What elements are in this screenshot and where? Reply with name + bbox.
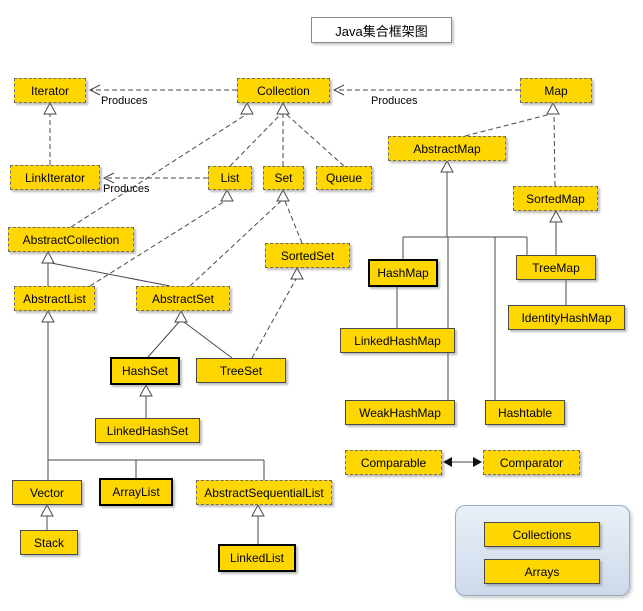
- node-stack: Stack: [20, 530, 78, 555]
- node-tree-map: TreeMap: [516, 255, 596, 280]
- produces-label-collection-iterator: Produces: [101, 95, 148, 107]
- node-abstract-map: AbstractMap: [388, 136, 506, 161]
- node-abstract-sequential-list: AbstractSequentialList: [196, 480, 332, 505]
- node-hash-map: HashMap: [368, 259, 438, 287]
- arrow-comparable-comparator: [443, 457, 482, 467]
- connector-sortedset-abstractset-to-set: [189, 188, 303, 287]
- connector-treemap-implements-sortedmap: [549, 209, 563, 255]
- node-list: List: [208, 166, 252, 190]
- node-queue: Queue: [316, 166, 372, 190]
- node-arrays-utility: Arrays: [484, 559, 600, 584]
- connector-abstractset-children: [147, 309, 233, 359]
- connector-treeset-implements-sortedset: [251, 266, 304, 359]
- node-hash-set: HashSet: [110, 357, 180, 385]
- node-sorted-set: SortedSet: [265, 243, 350, 268]
- node-array-list: ArrayList: [99, 478, 173, 506]
- connector-list-set-queue-extend-collection: [229, 101, 345, 167]
- node-linked-list: LinkedList: [218, 544, 296, 572]
- node-comparator: Comparator: [483, 450, 580, 475]
- node-abstract-set: AbstractSet: [136, 286, 230, 311]
- connector-abstractcollection-children: [41, 250, 171, 287]
- arrow-list-produces-linkiterator: [102, 172, 208, 184]
- node-hashtable: Hashtable: [485, 400, 565, 425]
- node-collections-utility: Collections: [484, 522, 600, 547]
- connector-abstractmap-children: [402, 159, 528, 400]
- arrow-collection-produces-iterator: [88, 84, 237, 96]
- connector-linkedlist-extends-abstractsequentiallist: [251, 503, 265, 544]
- produces-label-list-linkiterator: Produces: [103, 183, 150, 195]
- node-link-iterator: LinkIterator: [10, 165, 100, 190]
- node-linked-hash-set: LinkedHashSet: [95, 418, 200, 443]
- node-tree-set: TreeSet: [196, 358, 286, 383]
- node-abstract-list: AbstractList: [14, 286, 95, 311]
- diagram-title: Java集合框架图: [311, 17, 452, 43]
- node-comparable: Comparable: [345, 450, 442, 475]
- node-sorted-map: SortedMap: [513, 186, 598, 211]
- connector-abstractcollection-implements-collection: [70, 101, 254, 228]
- node-vector: Vector: [12, 480, 82, 505]
- node-identity-hash-map: IdentityHashMap: [508, 305, 625, 330]
- produces-label-map-collection: Produces: [371, 95, 418, 107]
- connector-linkedhashset-extends-hashset: [139, 383, 153, 418]
- node-set: Set: [263, 166, 304, 190]
- connector-abstractlist-implements-list: [89, 188, 234, 287]
- node-collection: Collection: [237, 78, 330, 103]
- arrow-map-produces-collection: [332, 84, 520, 96]
- node-map: Map: [520, 78, 592, 103]
- node-iterator: Iterator: [14, 78, 86, 103]
- connector-linkiterator-extends-iterator: [43, 101, 57, 165]
- connector-stack-extends-vector: [40, 503, 54, 530]
- connector-abstractmap-sortedmap-to-map: [464, 101, 560, 187]
- node-linked-hash-map: LinkedHashMap: [340, 328, 455, 353]
- node-abstract-collection: AbstractCollection: [8, 227, 134, 252]
- connector-abstractlist-children: [41, 309, 265, 480]
- node-weak-hash-map: WeakHashMap: [345, 400, 455, 425]
